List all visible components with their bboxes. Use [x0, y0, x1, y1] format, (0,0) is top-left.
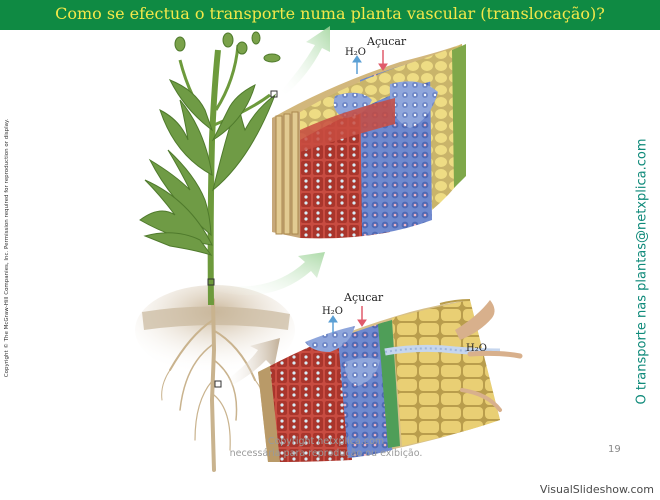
page-number: 19 — [608, 444, 621, 455]
lower-water-label: H₂O — [322, 306, 343, 317]
stem-callout-arrow — [216, 252, 325, 295]
watermark-line-1: Copyright netxplica.com — [216, 436, 436, 448]
lower-water-arrow — [329, 316, 337, 333]
flower-buds — [175, 32, 280, 62]
root-marker-box — [215, 381, 221, 387]
upper-sugar-label: Açucar — [366, 35, 407, 48]
upper-water-label: H₂O — [345, 47, 366, 58]
watermark-line-2: necessária para reprodução ou exibição. — [216, 448, 436, 460]
leaf-callout-arrow — [280, 26, 330, 96]
root-water-label: H₂O — [466, 343, 487, 354]
upper-water-arrow — [353, 56, 361, 74]
lower-sugar-label: Açucar — [343, 291, 384, 304]
watermark: Copyright netxplica.com necessária para … — [216, 436, 436, 460]
brand-link[interactable]: VisualSlideshow.com — [520, 480, 660, 500]
lower-sugar-arrow — [358, 306, 366, 326]
